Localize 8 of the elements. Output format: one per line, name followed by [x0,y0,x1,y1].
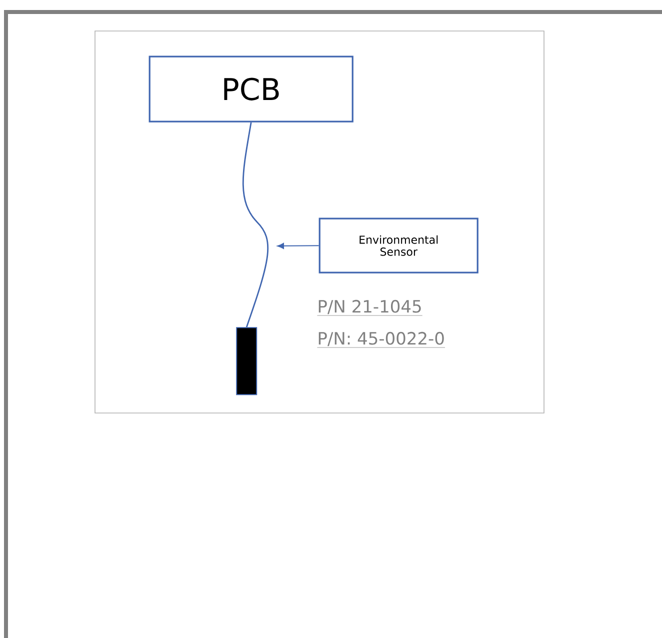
probe-bar [236,327,258,396]
pcb-box: PCB [148,56,354,122]
part-number: P/N 21-1045 [317,300,423,316]
arrow [277,242,320,249]
part-number: P/N: 45-0022-0 [317,332,446,348]
sensor-box: Environmental Sensor [318,218,478,274]
enclosure-frame [94,30,544,414]
cable [242,122,269,328]
